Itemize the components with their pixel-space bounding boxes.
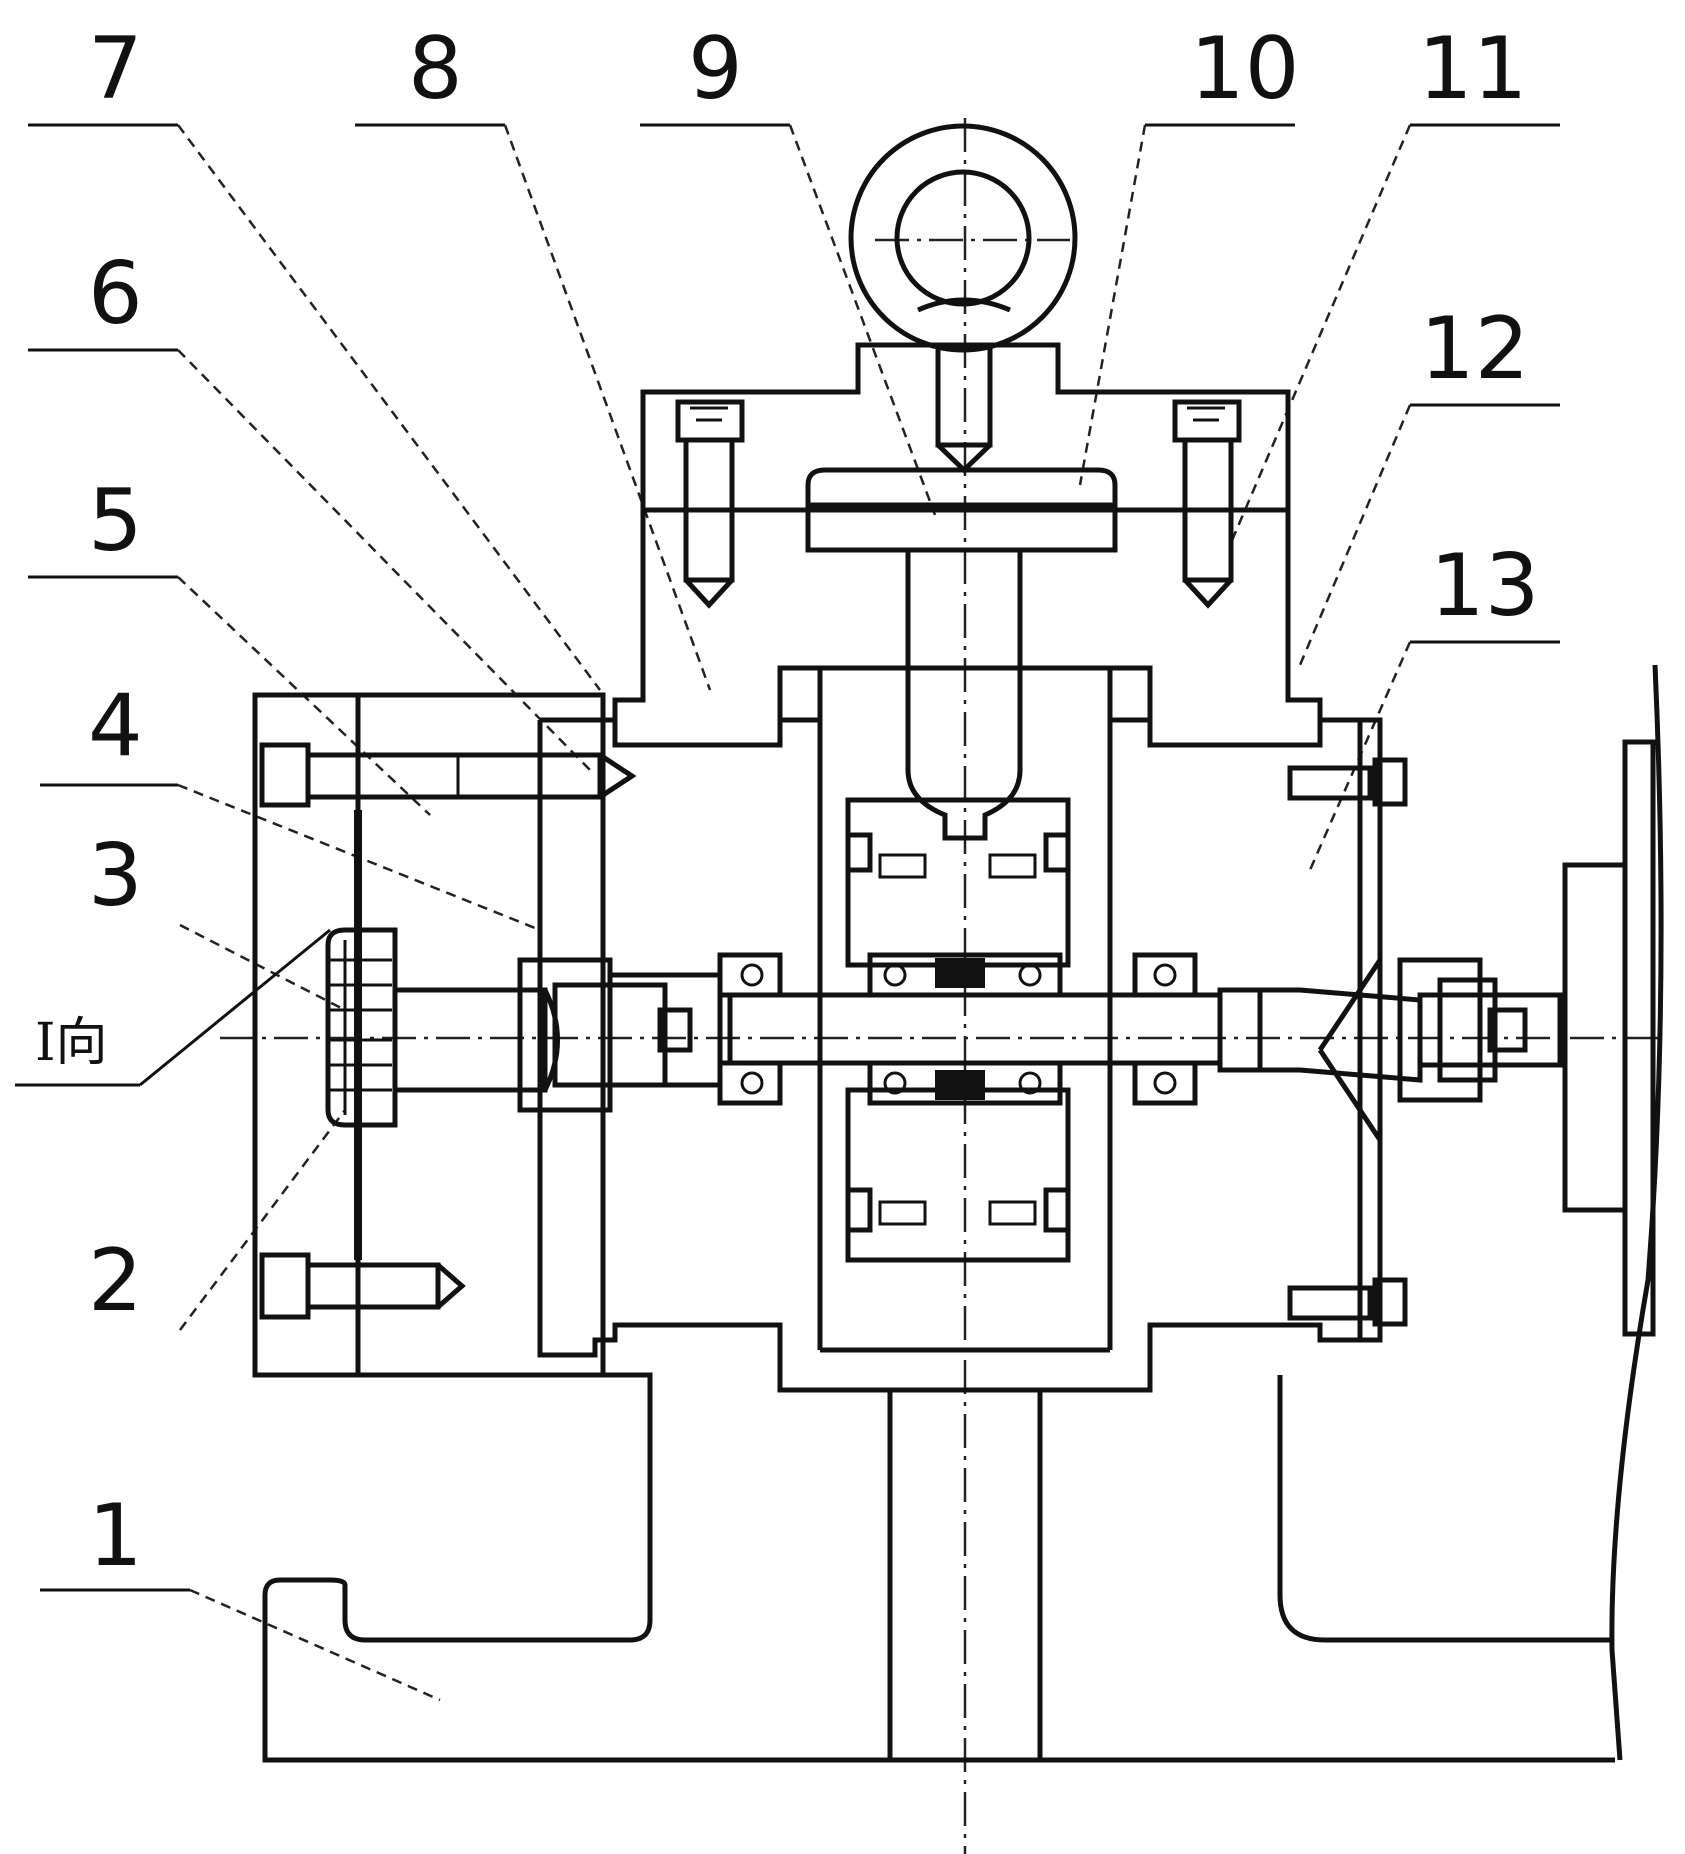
coupling	[1397, 957, 1528, 1103]
bearing-center	[867, 952, 1063, 1106]
label-1: 1	[40, 1486, 441, 1702]
svg-text:7: 7	[88, 19, 143, 119]
base	[262, 1372, 1615, 1763]
svg-text:2: 2	[88, 1231, 143, 1331]
label-direction: I向	[15, 928, 331, 1087]
svg-text:1: 1	[88, 1486, 143, 1586]
motor-plate	[1562, 664, 1664, 1761]
locating-pin	[805, 467, 1118, 841]
label-6: 6	[28, 244, 591, 771]
svg-text:8: 8	[408, 19, 463, 119]
label-12: 12	[1298, 299, 1560, 666]
label-8: 8	[355, 19, 712, 691]
svg-text:12: 12	[1420, 299, 1529, 399]
svg-text:9: 9	[688, 19, 743, 119]
left-cover-plate	[252, 692, 606, 1378]
label-9: 9	[640, 19, 937, 516]
bearing-left	[717, 952, 783, 1106]
label-3: 3	[88, 826, 346, 1012]
bolt-left-lower	[259, 1252, 466, 1320]
main-housing	[537, 510, 1363, 1393]
label-13: 13	[1308, 536, 1560, 871]
bearing-right	[1132, 952, 1198, 1106]
svg-text:3: 3	[88, 826, 143, 926]
svg-text:10: 10	[1190, 19, 1299, 119]
lifting-eye-bolt	[848, 123, 1078, 474]
svg-text:11: 11	[1418, 19, 1527, 119]
right-flange	[1287, 717, 1408, 1343]
cap-screw-top-right	[1172, 399, 1242, 609]
gear-block	[845, 797, 1071, 1263]
label-10: 10	[1078, 19, 1299, 486]
label-2: 2	[88, 1109, 346, 1331]
label-11: 11	[1228, 19, 1560, 546]
bolt-left-upper	[259, 742, 637, 808]
svg-text:I向: I向	[35, 1013, 108, 1073]
cap-screw-top-left	[675, 399, 745, 609]
svg-text:6: 6	[88, 244, 143, 344]
svg-text:5: 5	[88, 471, 143, 571]
label-7: 7	[28, 19, 602, 691]
svg-text:13: 13	[1430, 536, 1539, 636]
svg-text:4: 4	[88, 676, 143, 776]
